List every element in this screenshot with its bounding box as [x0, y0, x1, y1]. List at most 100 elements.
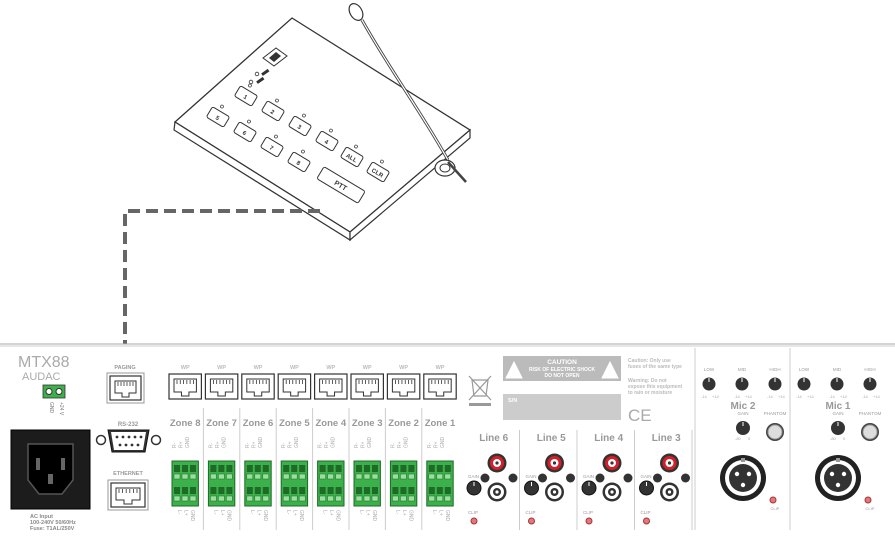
- terminal-slot: [283, 487, 290, 494]
- console-key-body: [233, 121, 257, 143]
- console-key-body: [287, 151, 311, 173]
- terminal-slot: [444, 487, 451, 494]
- eq-knob[interactable]: [797, 377, 811, 391]
- clip-led: [643, 517, 650, 525]
- console-key-label: 5: [214, 115, 221, 122]
- terminal-screw: [189, 495, 197, 502]
- ethernet-port[interactable]: [110, 482, 146, 508]
- console-key-label: 7: [268, 145, 275, 152]
- zone-terminal-block[interactable]: [389, 460, 418, 507]
- eq-label: MID: [833, 367, 842, 372]
- console-key-label: CLR: [370, 168, 384, 180]
- gain-knob[interactable]: [466, 480, 482, 496]
- zone-pin-label: L-: [249, 510, 255, 515]
- eq-range-label: -14: [701, 394, 708, 399]
- wp-label: WP: [399, 365, 408, 371]
- terminal-screw: [400, 473, 407, 480]
- eq-knob[interactable]: [768, 377, 782, 391]
- terminal-slot: [190, 487, 196, 494]
- wp-port[interactable]: [350, 373, 385, 400]
- gain-label: GAIN: [526, 474, 537, 479]
- gain-knob[interactable]: [524, 480, 539, 496]
- rca-jack-pin: [667, 490, 672, 494]
- terminal-screw: [363, 473, 371, 480]
- zone-terminal-block[interactable]: [244, 460, 272, 507]
- line-input-label: Line 4: [594, 433, 623, 444]
- xlr-pin: [829, 471, 835, 477]
- console-key-body: [315, 130, 339, 152]
- zone-terminal-block[interactable]: [353, 460, 381, 507]
- paging-port[interactable]: [109, 375, 142, 401]
- wp-port[interactable]: [423, 373, 457, 400]
- eq-range-label: +14: [778, 394, 786, 399]
- ethernet-label: ETHERNET: [113, 471, 143, 477]
- wp-port[interactable]: [168, 373, 203, 400]
- mic-gain-knob[interactable]: [831, 421, 845, 435]
- eq-knob[interactable]: [735, 377, 749, 391]
- terminal-screw: [246, 473, 254, 480]
- terminal-slot: [210, 487, 217, 494]
- terminal-screw: [262, 473, 270, 480]
- console-key-led: [247, 119, 251, 124]
- zone-pin-label: R-: [208, 442, 214, 448]
- zone-terminal-block[interactable]: [317, 460, 345, 507]
- zone-terminal-block[interactable]: [207, 460, 236, 507]
- warning-text: to rain or moisture: [628, 390, 672, 396]
- eq-label: MID: [738, 367, 747, 372]
- console-key-label: 6: [241, 130, 248, 137]
- zone-pin-label: L+: [437, 510, 443, 516]
- console-key-led: [380, 159, 384, 164]
- rs232-label: RS-232: [118, 422, 139, 428]
- rj45-opening: [173, 378, 197, 397]
- rca-jack-pin: [610, 461, 614, 465]
- gain-knob[interactable]: [581, 480, 597, 496]
- zone-terminal-block[interactable]: [426, 460, 454, 507]
- terminal-slot: [408, 487, 415, 494]
- clip-led: [585, 517, 593, 525]
- gain-range-label: 0: [748, 436, 751, 441]
- console-logo: [262, 47, 288, 67]
- line-input-label: Line 6: [479, 433, 508, 444]
- console-key-7: 7: [260, 134, 284, 158]
- wp-port[interactable]: [386, 373, 421, 400]
- eq-knob[interactable]: [702, 377, 716, 391]
- console-key-led: [248, 83, 252, 88]
- zone-pin-label: R-: [390, 442, 396, 448]
- zone-pin-label: L-: [322, 510, 328, 515]
- wp-port[interactable]: [241, 373, 275, 400]
- eq-knob[interactable]: [863, 377, 877, 391]
- zone-pin-label: L+: [401, 510, 407, 516]
- zone-terminal-block[interactable]: [171, 460, 199, 507]
- terminal-slot: [364, 465, 370, 472]
- wp-port[interactable]: [204, 373, 239, 400]
- console-key-label: 8: [295, 160, 302, 167]
- terminal-slot: [190, 465, 196, 472]
- zone-pin-label: L+: [328, 510, 334, 516]
- terminal-slot: [226, 487, 233, 494]
- eq-knob[interactable]: [830, 377, 844, 391]
- zone-pin-label: L+: [183, 510, 189, 516]
- terminal-screw: [371, 495, 379, 502]
- gain-knob[interactable]: [639, 480, 654, 496]
- eq-range-label: -14: [734, 394, 741, 399]
- zone-terminal-block[interactable]: [280, 460, 309, 507]
- zone-pin-label: R+: [361, 441, 367, 448]
- terminal-screw: [436, 495, 444, 502]
- mic-gain-knob[interactable]: [736, 421, 750, 435]
- gain-label: GAIN: [468, 474, 479, 479]
- terminal-screw: [319, 473, 326, 480]
- eq-range-label: -14: [796, 394, 803, 399]
- terminal-screw: [355, 473, 363, 480]
- clip-label: CLIP: [641, 510, 651, 515]
- terminal-slot: [291, 465, 298, 472]
- wp-label: WP: [290, 365, 299, 371]
- terminal-slot: [436, 465, 443, 472]
- zone-pin-label: R-: [318, 442, 324, 448]
- serial-number-label: S/N: [508, 398, 517, 404]
- terminal-screw: [282, 473, 290, 480]
- terminal-screw: [444, 495, 452, 502]
- wp-port[interactable]: [277, 373, 312, 400]
- wp-port[interactable]: [314, 373, 348, 400]
- line-input-label: Line 3: [652, 433, 681, 444]
- terminal-screw: [189, 473, 197, 480]
